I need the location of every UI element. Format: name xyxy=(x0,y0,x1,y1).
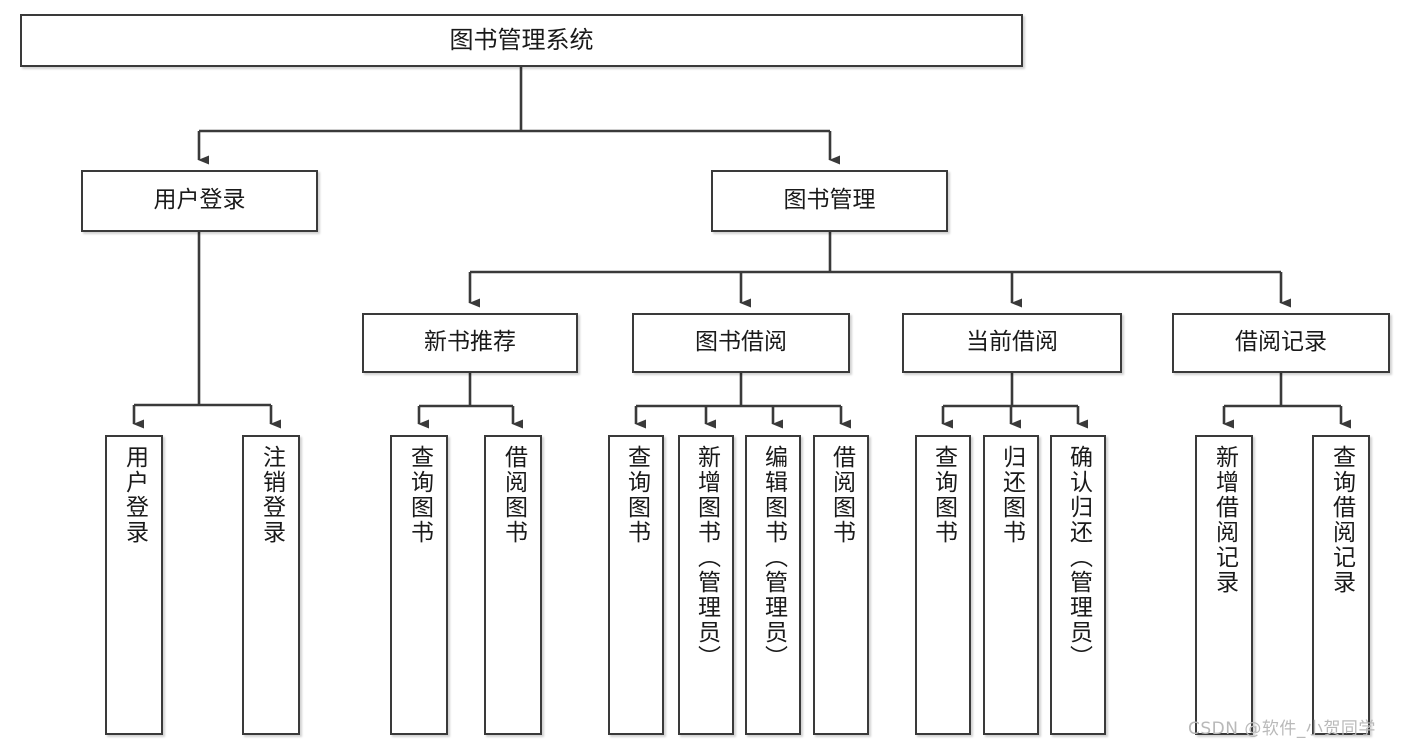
leaf-add-book[interactable]: 新增图书（管理员） xyxy=(678,435,734,735)
node-new-book-rec[interactable]: 新书推荐 xyxy=(362,313,578,373)
leaf-confirm-return[interactable]: 确认归还（管理员） xyxy=(1050,435,1106,735)
leaf-query-book-3[interactable]: 查询图书 xyxy=(915,435,971,735)
node-book-borrow[interactable]: 图书借阅 xyxy=(632,313,850,373)
leaf-query-record-label: 查询借阅记录 xyxy=(1328,445,1355,595)
node-book-manage-label: 图书管理 xyxy=(783,187,876,214)
node-new-book-rec-label: 新书推荐 xyxy=(424,329,516,356)
leaf-borrow-book-1[interactable]: 借阅图书 xyxy=(484,435,542,735)
leaf-logout[interactable]: 注销登录 xyxy=(242,435,300,735)
node-user-login-label: 用户登录 xyxy=(153,187,246,214)
node-current-borrow-label: 当前借阅 xyxy=(966,329,1058,356)
leaf-return-book[interactable]: 归还图书 xyxy=(983,435,1039,735)
leaf-add-book-label: 新增图书（管理员） xyxy=(693,445,720,670)
node-current-borrow[interactable]: 当前借阅 xyxy=(902,313,1122,373)
csdn-watermark: CSDN @软件_小贺同学 xyxy=(1188,719,1376,739)
leaf-add-record-label: 新增借阅记录 xyxy=(1211,445,1238,595)
node-book-manage[interactable]: 图书管理 xyxy=(711,170,948,232)
leaf-confirm-return-label: 确认归还（管理员） xyxy=(1065,445,1092,670)
node-root[interactable]: 图书管理系统 xyxy=(20,14,1023,67)
leaf-query-book-2-label: 查询图书 xyxy=(623,445,650,545)
leaf-edit-book[interactable]: 编辑图书（管理员） xyxy=(745,435,801,735)
node-root-label: 图书管理系统 xyxy=(449,26,594,55)
leaf-query-book-1[interactable]: 查询图书 xyxy=(390,435,448,735)
leaf-return-book-label: 归还图书 xyxy=(998,445,1025,545)
leaf-query-record[interactable]: 查询借阅记录 xyxy=(1312,435,1370,735)
node-user-login[interactable]: 用户登录 xyxy=(81,170,318,232)
node-borrow-record[interactable]: 借阅记录 xyxy=(1172,313,1390,373)
leaf-borrow-book-2[interactable]: 借阅图书 xyxy=(813,435,869,735)
leaf-add-record[interactable]: 新增借阅记录 xyxy=(1195,435,1253,735)
leaf-borrow-book-2-label: 借阅图书 xyxy=(828,445,855,545)
leaf-query-book-1-label: 查询图书 xyxy=(406,445,433,545)
leaf-edit-book-label: 编辑图书（管理员） xyxy=(760,445,787,670)
leaf-user-login[interactable]: 用户登录 xyxy=(105,435,163,735)
leaf-user-login-label: 用户登录 xyxy=(121,445,148,545)
node-borrow-record-label: 借阅记录 xyxy=(1235,329,1327,356)
node-book-borrow-label: 图书借阅 xyxy=(695,329,787,356)
leaf-borrow-book-1-label: 借阅图书 xyxy=(500,445,527,545)
leaf-logout-label: 注销登录 xyxy=(258,445,285,545)
leaf-query-book-3-label: 查询图书 xyxy=(930,445,957,545)
leaf-query-book-2[interactable]: 查询图书 xyxy=(608,435,664,735)
